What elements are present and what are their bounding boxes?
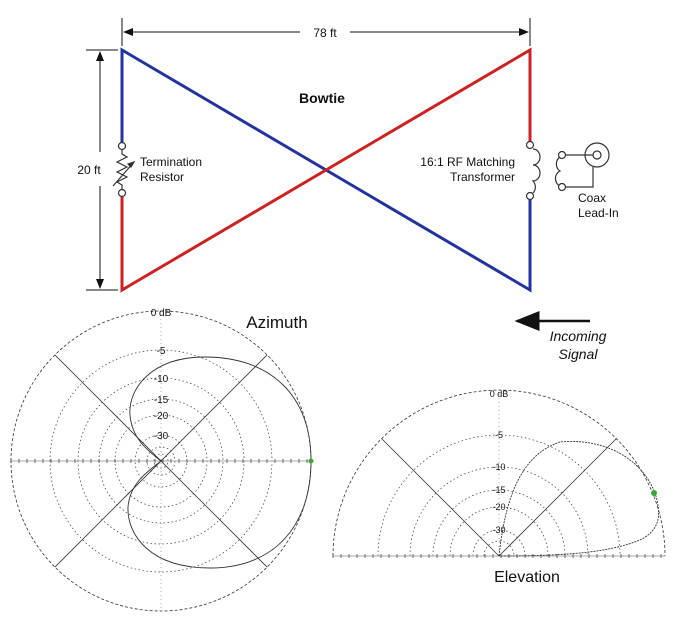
grid-ring <box>409 466 589 557</box>
coax-label-line2: Lead-In <box>578 206 619 220</box>
grid-ring <box>449 506 549 557</box>
width-dimension: 78 ft <box>121 18 531 46</box>
grid-ring <box>153 453 169 469</box>
azimuth-pattern <box>127 356 312 569</box>
red-wire <box>120 47 532 293</box>
az-ring-label: -15 <box>154 395 169 406</box>
signal-label-line2: Signal <box>559 346 599 362</box>
coax-label-line1: Coax <box>578 191 606 205</box>
width-label: 78 ft <box>313 26 337 40</box>
az-ring-label: -30 <box>154 431 169 442</box>
signal-label-line1: Incoming <box>550 328 607 344</box>
grid-ring <box>377 434 621 557</box>
el-ring-label: -30 <box>492 525 505 535</box>
az-ring-label: -10 <box>154 374 169 385</box>
antenna-title: Bowtie <box>299 90 345 106</box>
azimuth-title: Azimuth <box>246 313 307 332</box>
el-ring-label: -10 <box>492 462 505 472</box>
transformer-label-line2: Transformer <box>450 170 515 184</box>
bowtie-wires <box>120 47 532 293</box>
resistor-label-line2: Resistor <box>140 170 184 184</box>
termination-resistor-icon <box>112 141 136 198</box>
azimuth-marker <box>308 458 314 464</box>
az-ring-label: -5 <box>157 346 166 357</box>
height-dimension: 20 ft <box>77 49 118 291</box>
grid-diagonal <box>498 438 617 557</box>
azimuth-ring-labels: 0 dB -5 -10 -15 -20 -30 <box>151 308 172 442</box>
transformer-label-line1: 16:1 RF Matching <box>420 155 515 169</box>
elevation-ring-labels: 0 dB -5 -10 -15 -20 -30 <box>490 389 509 535</box>
coax-connector-icon <box>566 142 610 188</box>
transformer-icon <box>525 140 567 201</box>
grid-ring <box>432 489 566 557</box>
height-label: 20 ft <box>77 163 101 177</box>
grid-ring <box>483 540 515 557</box>
el-ring-label: -5 <box>495 430 503 440</box>
elevation-title: Elevation <box>494 569 560 586</box>
az-ring-label: 0 dB <box>151 308 172 319</box>
elevation-marker <box>651 490 657 496</box>
resistor-label-line1: Termination <box>140 155 202 169</box>
grid-diagonal <box>381 438 500 557</box>
el-ring-label: -20 <box>492 502 505 512</box>
az-ring-label: -20 <box>154 411 169 422</box>
el-ring-label: 0 dB <box>490 389 509 399</box>
elevation-pattern <box>498 440 660 557</box>
el-ring-label: -15 <box>492 485 505 495</box>
